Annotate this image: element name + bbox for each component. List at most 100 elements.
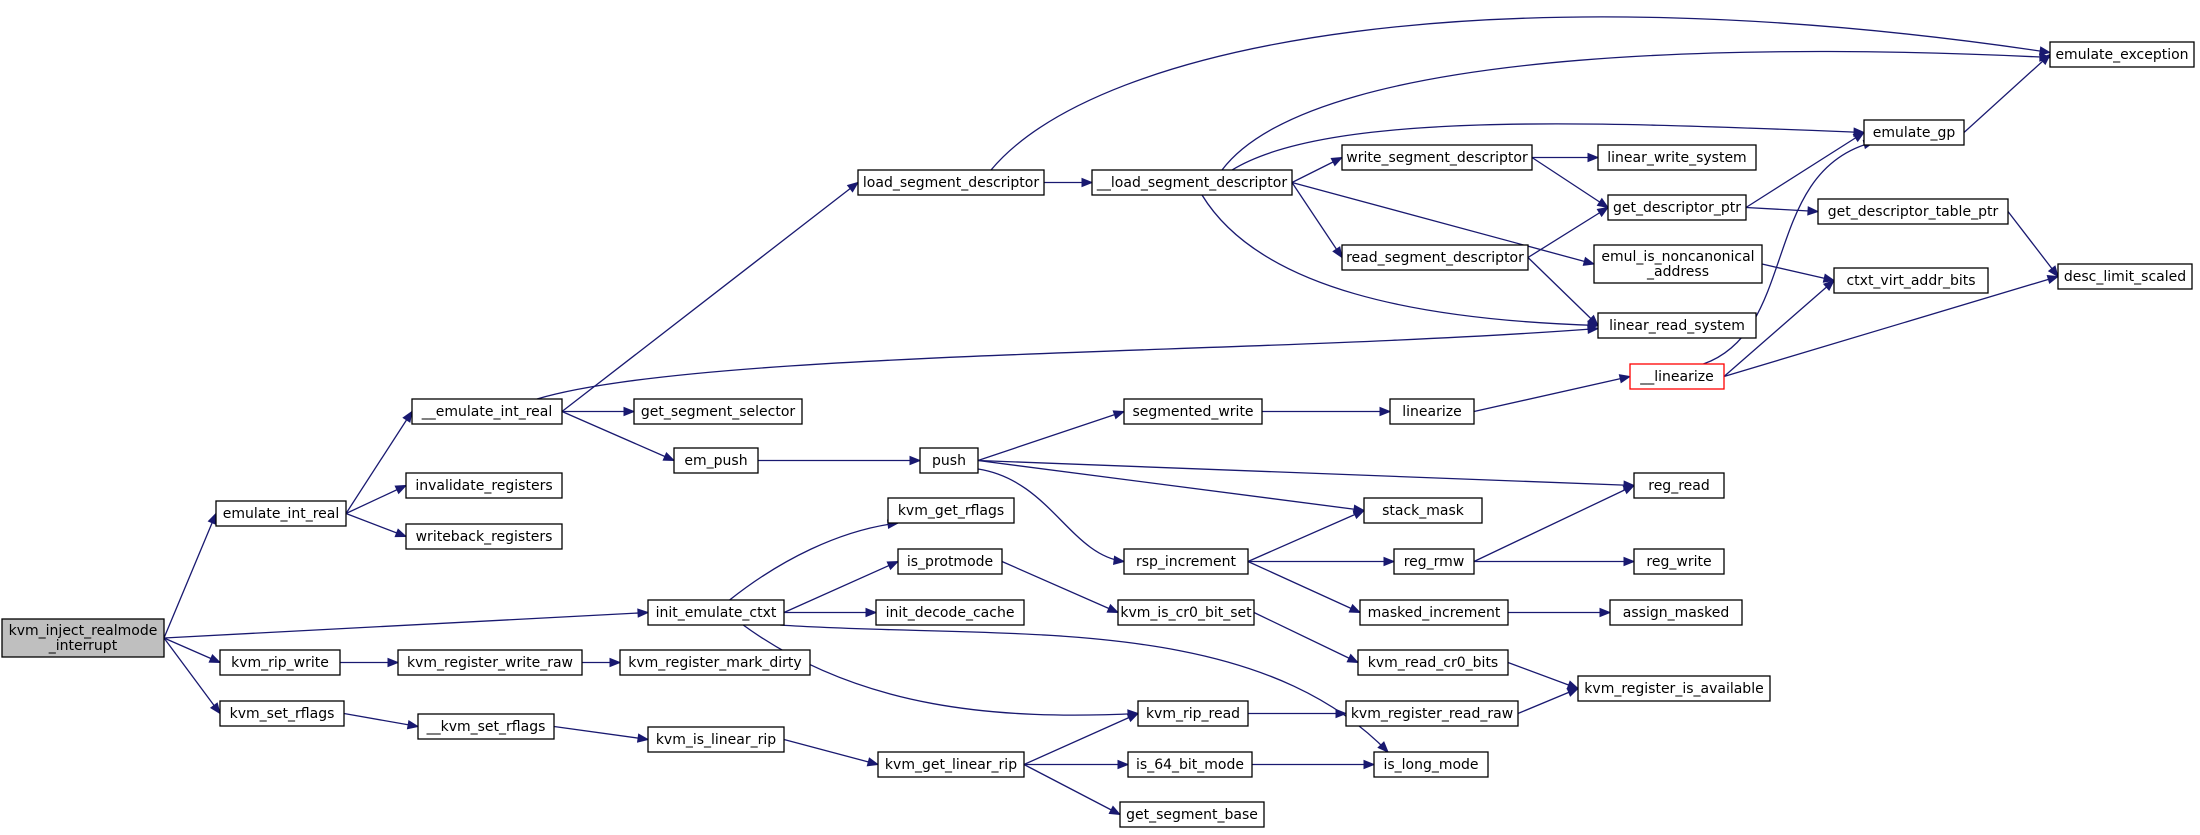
node-reg-rmw[interactable]: reg_rmw [1393,548,1475,575]
node---emulate-int-real[interactable]: __emulate_int_real [411,398,563,425]
node-box [633,398,803,425]
node---linearize[interactable]: __linearize [1629,363,1725,390]
node-label: kvm_is_cr0_bit_set [1120,605,1252,621]
arrowhead-icon [1596,197,1610,209]
node-box [1597,312,1757,339]
node-reg-read[interactable]: reg_read [1633,472,1725,499]
node-kvm-set-rflags[interactable]: kvm_set_rflags [219,700,345,727]
node-root[interactable]: kvm_inject_realmode_interrupt [1,618,165,658]
node-label: push [932,453,966,469]
edge-emulate_int_real-to-invalidate_registers [345,484,408,515]
node-label: stack_mask [1382,503,1465,519]
node-kvm-register-is-available[interactable]: kvm_register_is_available [1577,675,1771,702]
edge-line [779,624,1389,753]
arrowhead-icon [1330,156,1344,167]
node-kvm-register-write-raw[interactable]: kvm_register_write_raw [397,649,583,676]
edge-line [561,181,859,413]
node-label: is_long_mode [1383,757,1478,773]
node-linear-read-system[interactable]: linear_read_system [1597,312,1757,339]
arrowhead-icon [1383,556,1396,567]
edge-emulate_gp-to-emulate_exception [1963,53,2051,133]
edge-line [1527,257,1599,326]
node-init-decode-cache[interactable]: init_decode_cache [875,599,1025,626]
node-box [1577,675,1771,702]
node-box [1117,599,1255,626]
edge-line [553,725,649,741]
node-rsp-increment[interactable]: rsp_increment [1123,548,1249,575]
edge-kvm_register_write_raw-to-kvm_register_mark_dirty [582,657,622,668]
node-box [397,649,583,676]
node-kvm-register-mark-dirty[interactable]: kvm_register_mark_dirty [619,649,811,676]
node-init-emulate-ctxt[interactable]: init_emulate_ctxt [647,599,785,626]
node-ctxt-virt-addr-bits[interactable]: ctxt_virt_addr_bits [1833,267,1989,294]
node-emulate-gp[interactable]: emulate_gp [1863,119,1965,146]
node-label: get_segment_base [1126,807,1258,823]
edge-line [1473,375,1631,413]
node-kvm-register-read-raw[interactable]: kvm_register_read_raw [1345,700,1519,727]
arrowhead-icon [1822,279,1836,291]
edge-line [977,410,1125,462]
node-get-segment-base[interactable]: get_segment_base [1119,801,1265,828]
node-writeback-registers[interactable]: writeback_registers [405,523,563,550]
edge-line [1761,263,1835,282]
node-kvm-rip-read[interactable]: kvm_rip_read [1137,700,1249,727]
node-kvm-rip-write[interactable]: kvm_rip_write [219,649,341,676]
node-get-descriptor-table-ptr[interactable]: get_descriptor_table_ptr [1817,198,2009,225]
arrowhead-icon [2038,46,2052,56]
edge-line [977,459,1635,487]
edge-__load_segment_descriptor-to-write_segment_descriptor [1291,156,1344,184]
node-em-push[interactable]: em_push [673,447,759,474]
node-emulate-exception[interactable]: emulate_exception [2049,41,2195,68]
node---kvm-set-rflags[interactable]: __kvm_set_rflags [417,713,555,740]
node-emul-is-noncanonical-address[interactable]: emul_is_noncanonical_address [1593,244,1763,284]
node-box [1357,649,1509,676]
node-is-64-bit-mode[interactable]: is_64_bit_mode [1127,751,1253,778]
edge-line [163,637,221,714]
node-assign-masked[interactable]: assign_masked [1609,599,1743,626]
node-desc-limit-scaled[interactable]: desc_limit_scaled [2057,263,2193,290]
node-kvm-is-linear-rip[interactable]: kvm_is_linear_rip [647,726,785,753]
edge-__linearize-to-ctxt_virt_addr_bits [1723,279,1836,377]
node-label: reg_write [1646,554,1711,570]
edge-line [345,512,407,538]
arrowhead-icon [1599,607,1612,618]
node-read-segment-descriptor[interactable]: read_segment_descriptor [1341,244,1529,271]
edge-line [163,513,217,639]
node-linear-write-system[interactable]: linear_write_system [1597,144,1757,171]
node-kvm-is-cr0-bit-set[interactable]: kvm_is_cr0_bit_set [1117,599,1255,626]
node-label: __kvm_set_rflags [426,719,546,735]
node-load-segment-descriptor[interactable]: load_segment_descriptor [857,169,1045,196]
edge-kvm_read_cr0_bits-to-kvm_register_is_available [1507,661,1580,690]
edge-line [1291,181,1595,265]
edge-line [1507,661,1579,690]
node-box [405,523,563,550]
node---load-segment-descriptor[interactable]: __load_segment_descriptor [1091,169,1293,196]
node-linearize[interactable]: linearize [1389,398,1475,425]
node-get-segment-selector[interactable]: get_segment_selector [633,398,803,425]
node-box [619,649,811,676]
node-label: get_descriptor_ptr [1613,200,1741,216]
node-kvm-read-cr0-bits[interactable]: kvm_read_cr0_bits [1357,649,1509,676]
node-box [1593,244,1763,284]
node-reg-write[interactable]: reg_write [1633,548,1725,575]
node-label: kvm_rip_write [231,655,329,671]
node-kvm-get-rflags[interactable]: kvm_get_rflags [887,497,1015,524]
edge-root-to-kvm_set_rflags [163,637,221,715]
node-box [1389,398,1475,425]
node-is-long-mode[interactable]: is_long_mode [1373,751,1489,778]
edge-__emulate_int_real-to-linear_read_system [536,324,1600,400]
node-write-segment-descriptor[interactable]: write_segment_descriptor [1341,144,1533,171]
edge-is_64_bit_mode-to-is_long_mode [1252,759,1376,770]
node-segmented-write[interactable]: segmented_write [1123,398,1263,425]
node-is-protmode[interactable]: is_protmode [897,548,1003,575]
node-invalidate-registers[interactable]: invalidate_registers [405,472,563,499]
node-box [857,169,1045,196]
node-stack-mask[interactable]: stack_mask [1363,497,1483,524]
node-emulate-int-real[interactable]: emulate_int_real [215,500,347,527]
node-get-descriptor-ptr[interactable]: get_descriptor_ptr [1607,194,1747,221]
arrowhead-icon [2047,265,2059,278]
node-kvm-get-linear-rip[interactable]: kvm_get_linear_rip [877,751,1025,778]
node-masked-increment[interactable]: masked_increment [1359,599,1509,626]
arrowhead-icon [1566,687,1580,697]
node-push[interactable]: push [919,447,979,474]
